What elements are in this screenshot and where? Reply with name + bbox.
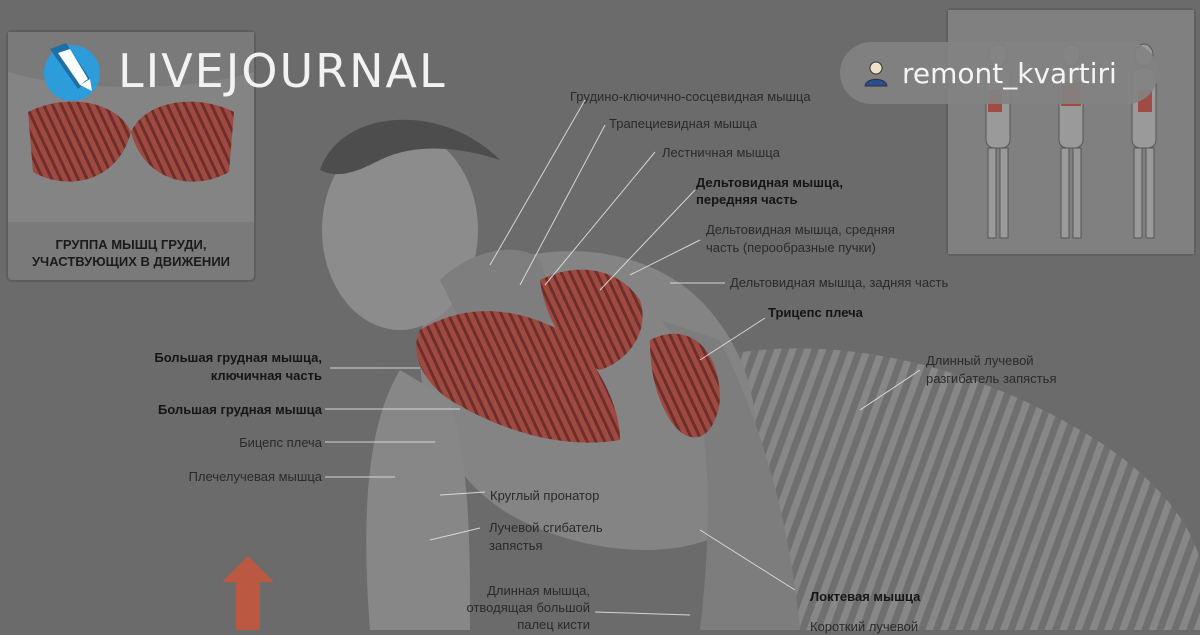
inset-caption-line1: ГРУППА МЫШЦ ГРУДИ,	[55, 237, 207, 252]
label-flexor-1: Лучевой сгибатель	[489, 520, 603, 535]
label-ext-carpi-2: разгибатель запястья	[926, 371, 1057, 386]
label-pec-major: Большая грудная мышца	[157, 402, 322, 417]
biceps-triceps-muscle	[650, 333, 720, 438]
label-deltoid-middle-2: часть (перообразные пучки)	[706, 240, 876, 255]
user-icon	[864, 61, 888, 87]
inset-caption-line2: УЧАСТВУЮЩИХ В ДВИЖЕНИИ	[31, 254, 231, 269]
label-scalene: Лестничная мышца	[662, 145, 780, 160]
label-triceps: Трицепс плеча	[768, 305, 863, 320]
head	[322, 130, 478, 330]
label-brachioradialis: Плечелучевая мышца	[188, 469, 322, 484]
right-arm	[660, 320, 800, 630]
left-arm	[366, 370, 470, 630]
label-abductor-3: палец кисти	[517, 617, 590, 632]
label-abductor-2: отводящая большой	[466, 600, 590, 615]
chest-inset-illustration	[8, 32, 254, 222]
user-name: remont_kvartiri	[902, 56, 1117, 90]
label-biceps: Бицепс плеча	[239, 435, 322, 450]
deltoid-muscle	[540, 269, 643, 370]
user-profile-link[interactable]: remont_kvartiri	[840, 42, 1158, 104]
label-deltoid-front-2: передняя часть	[696, 192, 798, 207]
label-flexor-2: запястья	[489, 538, 543, 553]
chest-muscle-inset: ГРУППА МЫШЦ ГРУДИ, УЧАСТВУЮЩИХ В ДВИЖЕНИ…	[6, 30, 256, 282]
label-ext-carpi-1: Длинный лучевой	[926, 353, 1034, 368]
label-pronator: Круглый пронатор	[490, 488, 600, 503]
label-short-radial: Короткий лучевой	[810, 619, 919, 634]
label-sternocleidomastoid: Грудино-ключично-сосцевидная мышца	[570, 89, 811, 104]
label-deltoid-back: Дельтовидная мышца, задняя часть	[730, 275, 949, 290]
label-anconeus: Локтевая мышца	[810, 589, 921, 604]
label-deltoid-front-1: Дельтовидная мышца,	[696, 175, 843, 190]
leg-muscles	[700, 348, 1200, 630]
brand-name: LIVEJOURNAL	[118, 44, 447, 98]
label-pec-clavicular-1: Большая грудная мышца,	[154, 350, 322, 365]
label-deltoid-middle-1: Дельтовидная мышца, средняя	[706, 222, 895, 237]
hair	[320, 119, 500, 175]
label-trapezius: Трапециевидная мышца	[609, 116, 758, 131]
label-abductor-1: Длинная мышца,	[487, 583, 590, 598]
direction-arrow	[222, 556, 274, 630]
label-pec-clavicular-2: ключичная часть	[210, 368, 322, 383]
livejournal-logo-icon	[44, 43, 100, 101]
livejournal-brand[interactable]: LIVEJOURNAL	[40, 40, 447, 102]
